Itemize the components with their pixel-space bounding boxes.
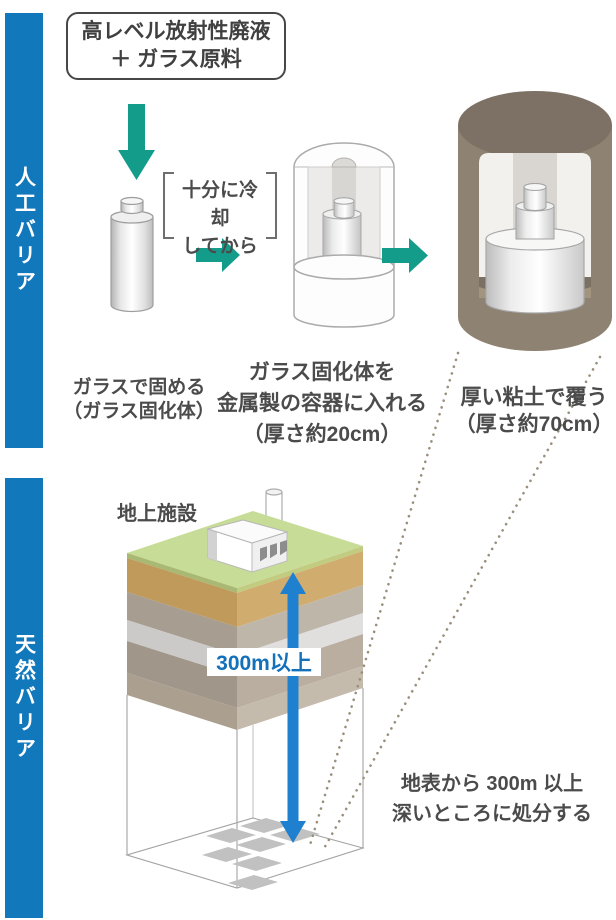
metal-container-label-line3: （厚さ約20cm） — [242, 423, 402, 446]
cooling-note-line2: してから — [182, 236, 258, 257]
waste-input-box: 高レベル放射性廃液 ＋ ガラス原料 — [66, 12, 286, 80]
depth-arrow-icon — [280, 572, 306, 843]
vitrify-label-line1: ガラスで固める — [72, 377, 206, 398]
cooling-note: 十分に冷却 してから — [163, 172, 277, 257]
disposal-note: 地表から 300m 以上 深いところに処分する — [379, 769, 605, 829]
surface-facility-illustration — [206, 519, 289, 573]
disposal-note-line1: 地表から 300m 以上 — [400, 773, 584, 795]
glass-canister-illustration — [110, 196, 154, 313]
clay-container-illustration — [458, 91, 612, 351]
metal-container-label-line1: ガラス固化体を — [248, 361, 396, 384]
natural-barrier-bar: 天然バリア — [5, 478, 43, 918]
natural-barrier-label: 天然バリア — [12, 633, 36, 763]
cooling-note-line1: 十分に冷却 — [181, 180, 258, 229]
earth-block-illustration — [125, 488, 365, 890]
clay-cover-label-line1: 厚い粘土で覆う — [460, 386, 608, 409]
melt-down-arrow-icon — [118, 104, 155, 180]
vitrify-label-line2: （ガラス固化体） — [63, 401, 215, 422]
waste-input-line1: 高レベル放射性廃液 — [81, 20, 271, 43]
process-arrow-2-icon — [382, 238, 428, 273]
left-bracket-icon — [163, 172, 174, 239]
waste-input-line2: ＋ ガラス原料 — [110, 48, 242, 71]
clay-cover-label: 厚い粘土で覆う （厚さ約70cm） — [434, 384, 616, 438]
artificial-barrier-bar: 人工バリア — [5, 13, 43, 448]
disposal-note-line2: 深いところに処分する — [392, 803, 592, 825]
surface-facility-label: 地上施設 — [117, 503, 197, 525]
metal-container-label: ガラス固化体を 金属製の容器に入れる （厚さ約20cm） — [192, 357, 452, 450]
right-bracket-icon — [266, 172, 277, 239]
clay-cover-label-line2: （厚さ約70cm） — [454, 413, 614, 436]
depth-badge: 300m以上 — [207, 648, 321, 676]
vitrify-label: ガラスで固める （ガラス固化体） — [39, 376, 239, 424]
metal-container-illustration — [293, 142, 395, 328]
process-arrow-1-icon — [196, 238, 240, 272]
waste-package-tiles — [202, 818, 320, 890]
metal-container-label-line2: 金属製の容器に入れる — [217, 392, 427, 415]
artificial-barrier-label: 人工バリア — [12, 165, 36, 296]
